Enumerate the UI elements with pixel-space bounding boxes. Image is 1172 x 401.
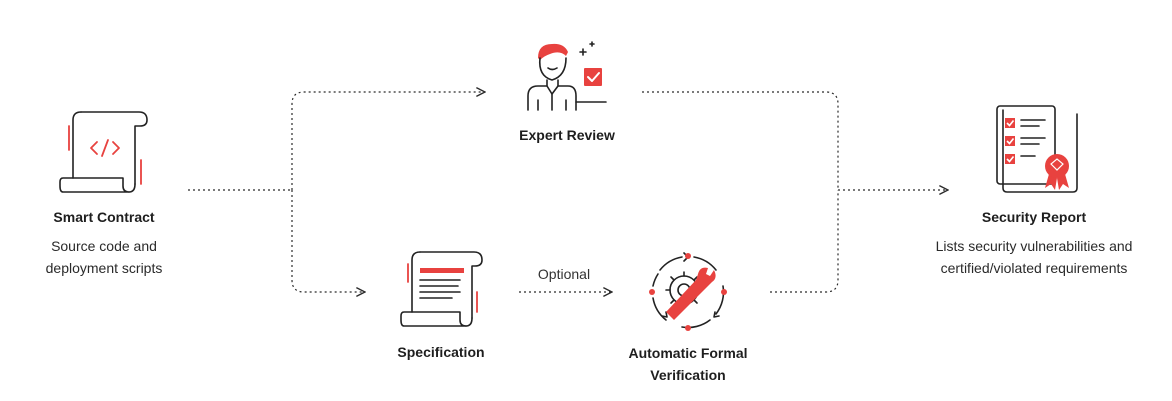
optional-label: Optional [538, 266, 590, 282]
node-specification: Specification [397, 251, 485, 360]
connector-split-to-specification [291, 190, 365, 292]
connector-expert-review-to-merge [642, 91, 839, 190]
security-report-desc-line1: Lists security vulnerabilities and [936, 238, 1133, 254]
expert-review-title: Expert Review [519, 127, 615, 143]
document-scroll-icon [400, 251, 483, 327]
expert-person-icon [527, 41, 607, 111]
connectors: Optional [188, 92, 948, 292]
security-report-title: Security Report [982, 209, 1087, 225]
report-checklist-icon [996, 105, 1078, 193]
code-scroll-icon [59, 111, 148, 193]
gear-wrench-icon [649, 252, 727, 331]
smart-contract-title: Smart Contract [53, 209, 154, 225]
specification-title: Specification [397, 344, 484, 360]
node-security-report: Security Report Lists security vulnerabi… [936, 105, 1133, 276]
security-report-desc-line2: certified/violated requirements [941, 260, 1128, 276]
smart-contract-desc-line2: deployment scripts [46, 260, 163, 276]
smart-contract-desc-line1: Source code and [51, 238, 157, 254]
connector-split-to-expert-review [291, 92, 485, 190]
node-formal-verification: Automatic Formal Verification [628, 252, 748, 383]
formal-verification-title-line1: Automatic Formal [628, 345, 747, 361]
node-smart-contract: Smart Contract Source code and deploymen… [46, 111, 163, 276]
formal-verification-title-line2: Verification [650, 367, 725, 383]
connector-verification-to-merge [770, 190, 839, 293]
node-expert-review: Expert Review [519, 41, 615, 143]
